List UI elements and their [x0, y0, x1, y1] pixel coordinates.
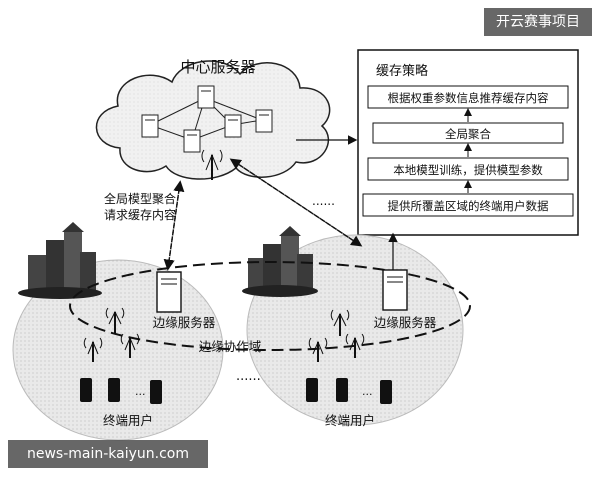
strategy-step-text: 根据权重参数信息推荐缓存内容	[388, 91, 549, 105]
cloud-server-icon	[183, 129, 201, 153]
antenna-icon	[120, 333, 140, 358]
cloud-server-icon	[224, 114, 242, 138]
cloud-server-icon	[197, 85, 215, 109]
middle-ellipsis: ......	[236, 369, 261, 384]
watermark-top-right: 开云赛事项目	[484, 8, 592, 36]
left-arrow-label-line1: 全局模型聚合	[104, 191, 176, 206]
strategy-title: 缓存策略	[376, 63, 428, 79]
user-device-icon	[150, 380, 162, 404]
user-device-icon	[380, 380, 392, 404]
antenna-icon	[201, 149, 223, 180]
strategy-step-text: 本地模型训练，提供模型参数	[393, 163, 543, 177]
strategy-step-text: 提供所覆盖区域的终端用户数据	[388, 199, 549, 213]
user-device-icon	[336, 378, 348, 402]
building-icon	[18, 222, 102, 299]
left-device-ellipsis: ...	[135, 385, 146, 398]
antenna-icon	[105, 307, 125, 334]
left-arrow-label-line2: 请求缓存内容	[104, 207, 176, 222]
top-ellipsis: ......	[312, 194, 335, 208]
right-down-dashed-arrow	[231, 159, 363, 247]
right-device-ellipsis: ...	[362, 385, 373, 398]
central-cloud	[95, 60, 331, 180]
user-device-icon	[80, 378, 92, 402]
users-right-label: 终端用户	[325, 413, 375, 428]
central-server-title: 中心服务器	[180, 58, 255, 76]
edge-server-icon	[156, 271, 182, 313]
edge-right-label: 边缘服务器	[374, 315, 437, 330]
building-icon	[242, 226, 318, 297]
user-device-icon	[108, 378, 120, 402]
edge-server-icon	[382, 269, 408, 311]
right-up-dashed-arrow	[229, 158, 361, 246]
watermark-bottom-left: news-main-kaiyun.com	[8, 440, 208, 468]
users-left-label: 终端用户	[103, 413, 153, 428]
antenna-icon	[345, 333, 365, 358]
antenna-icon	[308, 337, 328, 362]
strategy-step-text: 全局聚合	[445, 127, 491, 141]
antenna-icon	[83, 337, 103, 362]
antenna-icon	[330, 309, 350, 336]
user-device-icon	[306, 378, 318, 402]
strategy-step-box	[362, 193, 574, 217]
left-down-dashed-arrow	[163, 182, 181, 271]
cloud-server-icon	[141, 114, 159, 138]
collaboration-domain-boundary	[69, 261, 471, 351]
cloud-server-icon	[255, 109, 273, 133]
edge-left-label: 边缘服务器	[153, 315, 216, 330]
collaboration-label: 边缘协作域	[199, 339, 262, 354]
